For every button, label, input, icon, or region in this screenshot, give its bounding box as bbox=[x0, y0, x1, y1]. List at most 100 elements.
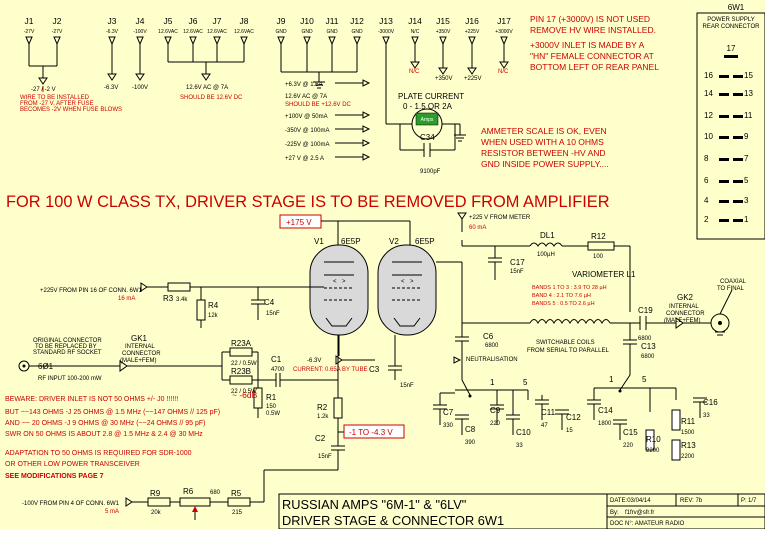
c8-value: 390 bbox=[465, 440, 476, 446]
meter-feed-ma: 60 mA bbox=[469, 225, 486, 231]
connector-j12-id: J12 bbox=[350, 16, 364, 26]
drawing-author: f1frv@sfr.fr bbox=[625, 510, 654, 516]
ammeter-note-2: WHEN USED WITH A 10 OHMS bbox=[481, 137, 604, 147]
sw1-pos5: 5 bbox=[523, 378, 528, 387]
sw1-pos1: 1 bbox=[490, 378, 495, 387]
connector-j16-value: +225V bbox=[465, 29, 480, 35]
drawing-date: DATE:03/04/14 bbox=[610, 498, 651, 504]
r5-label: R5 bbox=[231, 489, 242, 498]
ps-pin-contact bbox=[733, 200, 743, 203]
ps-pin-label: 10 bbox=[704, 132, 713, 141]
connector-j4-pin bbox=[136, 36, 144, 46]
r9-label: R9 bbox=[150, 489, 161, 498]
sw2-pos5: 5 bbox=[642, 375, 647, 384]
warning-line-6: ADAPTATION TO 50 OHMS IS REQUIRED FOR SD… bbox=[5, 450, 192, 457]
minus6db-label: ~ -6dB bbox=[232, 390, 258, 400]
r1-watt: 0.5W bbox=[266, 411, 280, 417]
ammeter-note-1: AMMETER SCALE IS OK, EVEN bbox=[481, 126, 607, 136]
ps-pin-contact bbox=[719, 93, 729, 96]
c14-value: 1800 bbox=[598, 421, 612, 427]
connector-j5-id: J5 bbox=[164, 16, 173, 26]
connector-j14-pin bbox=[411, 36, 419, 46]
j3-out-label: -6.3V bbox=[104, 85, 118, 91]
out-350-label: +350V bbox=[435, 76, 453, 82]
r13-label: R13 bbox=[681, 441, 696, 450]
c12-value: 15 bbox=[566, 428, 573, 434]
gk2-desc-1: INTERNAL bbox=[669, 304, 699, 310]
connector-j6-id: J6 bbox=[189, 16, 198, 26]
c8-label: C8 bbox=[465, 425, 476, 434]
dl1-value: 100µH bbox=[537, 252, 555, 258]
connector-j11-pin bbox=[328, 36, 336, 46]
r11-label: R11 bbox=[681, 417, 696, 426]
variometer-band-2: BAND 4 : 2.1 TO 7.6 µH bbox=[532, 293, 591, 299]
ps-pin-contact bbox=[719, 136, 729, 139]
pin4-feed-ma: 5 mA bbox=[105, 509, 119, 515]
connector-j9-id: J9 bbox=[277, 16, 286, 26]
pin16-feed-ma: 16 mA bbox=[118, 296, 135, 302]
c11-value: 47 bbox=[541, 423, 548, 429]
ps-pin-label: 13 bbox=[744, 89, 753, 98]
v2-label: V2 bbox=[389, 237, 399, 246]
c17-label: C17 bbox=[510, 258, 525, 267]
connector-j5-pin bbox=[164, 36, 172, 46]
supply-list: +6.3V @ 1.5A 12.6V AC @ 7A SHOULD BE +12… bbox=[285, 79, 371, 162]
switch-note-1: SWITCHABLE COILS bbox=[536, 340, 595, 346]
ammeter-note: AMMETER SCALE IS OK, EVEN WHEN USED WITH… bbox=[481, 126, 609, 169]
bias-range-box: -1 TO -4.3 V bbox=[349, 428, 393, 437]
connector-j11-value: GND bbox=[326, 29, 338, 35]
v175-label: +175 V bbox=[286, 218, 312, 227]
c9-value: 220 bbox=[490, 421, 501, 427]
r12-value: 100 bbox=[593, 254, 604, 260]
connector-j12-pin bbox=[353, 36, 361, 46]
hv-notes: PIN 17 (+3000V) IS NOT USED REMOVE HV WI… bbox=[530, 14, 659, 72]
connector-j10-value: GND bbox=[301, 29, 313, 35]
supply-6v3: +6.3V @ 1.5A bbox=[285, 82, 323, 88]
ps-pin-label: 2 bbox=[704, 215, 709, 224]
c16-value: 33 bbox=[703, 413, 710, 419]
ps-pin-label: 9 bbox=[744, 132, 749, 141]
wire-note-3: BECOMES -2V WHEN FUSE BLOWS bbox=[20, 107, 122, 113]
connector-j12-value: GND bbox=[351, 29, 363, 35]
connector-j2-id: J2 bbox=[53, 16, 62, 26]
ps-pin-contact bbox=[733, 93, 743, 96]
pin17-note-1: PIN 17 (+3000V) IS NOT USED bbox=[530, 14, 650, 24]
c16-label: C16 bbox=[703, 398, 718, 407]
ps-pin-label: 1 bbox=[744, 215, 749, 224]
r6-value: 680 bbox=[210, 490, 221, 496]
ps-pin-contact bbox=[719, 75, 729, 78]
r11-value: 1500 bbox=[681, 430, 695, 436]
gk1-desc-3: (MALE+FEM) bbox=[120, 358, 157, 364]
ps-pin-contact bbox=[733, 115, 743, 118]
connector-j8-id: J8 bbox=[240, 16, 249, 26]
gk1-label: GK1 bbox=[131, 334, 148, 343]
c3-label: C3 bbox=[369, 365, 380, 374]
c4-label: C4 bbox=[264, 298, 275, 307]
connector-j2-pin bbox=[53, 36, 61, 46]
r2-label: R2 bbox=[317, 403, 328, 412]
r10-body bbox=[645, 429, 655, 451]
r13-value: 2200 bbox=[681, 454, 695, 460]
band-switch-left: 1 5 bbox=[439, 378, 543, 415]
connector-j14-value: N/C bbox=[411, 29, 420, 35]
svg-text:<: < bbox=[333, 279, 337, 285]
connector-j10-pin bbox=[303, 36, 311, 46]
ps-pin-contact bbox=[719, 200, 729, 203]
r9-value: 20k bbox=[151, 510, 162, 516]
warning-line-7: OR OTHER LOW POWER TRANSCEIVER bbox=[5, 461, 140, 468]
supply-225v: -225V @ 100mA bbox=[285, 142, 329, 148]
ps-pin-contact bbox=[733, 158, 743, 161]
title-block: RUSSIAN AMPS "6M-1" & "6LV" DRIVER STAGE… bbox=[278, 493, 765, 530]
v1-type: 6E5P bbox=[341, 237, 361, 246]
rf-input-label: RF INPUT 100-200 mW bbox=[38, 376, 102, 382]
ac-should-note: SHOULD BE 12.6V DC bbox=[180, 95, 243, 101]
gk2-desc-2: CONNECTOR bbox=[666, 311, 705, 317]
c2-label: C2 bbox=[315, 434, 326, 443]
out-225-label: +225V bbox=[464, 76, 482, 82]
c7-label: C7 bbox=[443, 408, 454, 417]
connector-j7-id: J7 bbox=[213, 16, 222, 26]
hn-note-3: BOTTOM LEFT OF REAR PANEL bbox=[530, 62, 659, 72]
v2-type: 6E5P bbox=[415, 237, 435, 246]
